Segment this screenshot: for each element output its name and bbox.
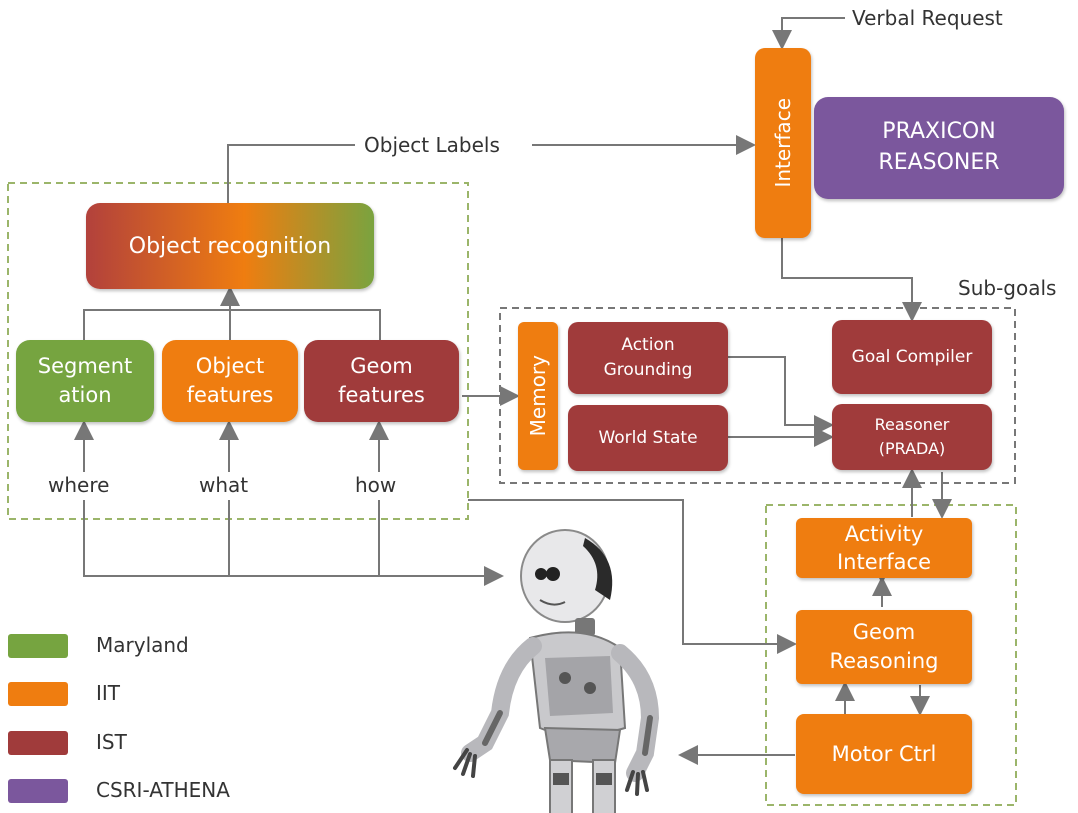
activity-interface-box: Activity Interface — [796, 518, 972, 578]
perception-to-geom-reasoning-arrow — [468, 499, 797, 654]
reasoner-box: Reasoner (PRADA) — [832, 404, 992, 470]
geom-reasoning-label: Geom Reasoning — [829, 619, 939, 673]
geom-reasoning-box: Geom Reasoning — [796, 610, 972, 684]
activity-interface-label: Activity Interface — [836, 521, 932, 574]
memory-box: Memory — [518, 322, 558, 470]
geom-features-box: Geom features — [304, 340, 459, 422]
where-label: where — [48, 473, 110, 497]
what-label: what — [199, 473, 249, 497]
perception-group-box — [7, 182, 469, 520]
action-grounding-label: Action Grounding — [603, 334, 693, 381]
memory-label: Memory — [526, 355, 550, 437]
interface-label: Interface — [771, 98, 795, 188]
segmentation-label: Segment ation — [37, 353, 133, 407]
world-state-label: World State — [598, 428, 698, 448]
features-to-recognition-arrow — [83, 290, 381, 340]
praxicon-reasoner-label: PRAXICON REASONER — [878, 119, 1000, 175]
legend-label-ist: IST — [96, 730, 127, 754]
how-label: how — [355, 473, 397, 497]
control-group-box — [765, 504, 1017, 806]
action-grounding-box: Action Grounding — [568, 322, 728, 394]
legend-swatch-ist — [8, 731, 68, 755]
sub-goals-label: Sub-goals — [958, 276, 1057, 300]
interface-box: Interface — [755, 48, 811, 238]
legend-label-maryland: Maryland — [96, 633, 189, 657]
object-features-label: Object features — [186, 353, 274, 407]
segmentation-box: Segment ation — [16, 340, 154, 422]
geom-features-label: Geom features — [338, 353, 425, 407]
goal-compiler-label: Goal Compiler — [851, 347, 973, 367]
action-to-reasoner-arrow — [728, 356, 834, 435]
goal-compiler-box: Goal Compiler — [832, 320, 992, 394]
legend-swatch-csri-athena — [8, 779, 68, 803]
legend-swatch-iit — [8, 682, 68, 706]
legend-label-csri-athena: CSRI-ATHENA — [96, 778, 230, 802]
humanoid-robot-image — [453, 529, 660, 813]
praxicon-reasoner-box: PRAXICON REASONER — [814, 97, 1064, 199]
object-features-box: Object features — [162, 340, 298, 422]
motor-ctrl-label: Motor Ctrl — [831, 742, 937, 766]
legend-swatch-maryland — [8, 634, 68, 658]
robot-sensing-line — [83, 500, 380, 577]
reasoner-label: Reasoner (PRADA) — [874, 415, 950, 458]
verbal-request-label: Verbal Request — [852, 6, 1003, 30]
object-labels-line — [227, 144, 355, 203]
object-recognition-box: Object recognition — [86, 203, 374, 289]
object-labels-label: Object Labels — [364, 133, 500, 157]
object-recognition-label: Object recognition — [128, 233, 332, 259]
world-state-box: World State — [568, 405, 728, 471]
reasoning-group-box — [499, 307, 1016, 484]
verbal-request-arrow — [772, 17, 845, 50]
interface-to-goal-arrow — [781, 238, 922, 322]
motor-ctrl-box: Motor Ctrl — [796, 714, 972, 794]
legend-label-iit: IIT — [96, 681, 121, 705]
